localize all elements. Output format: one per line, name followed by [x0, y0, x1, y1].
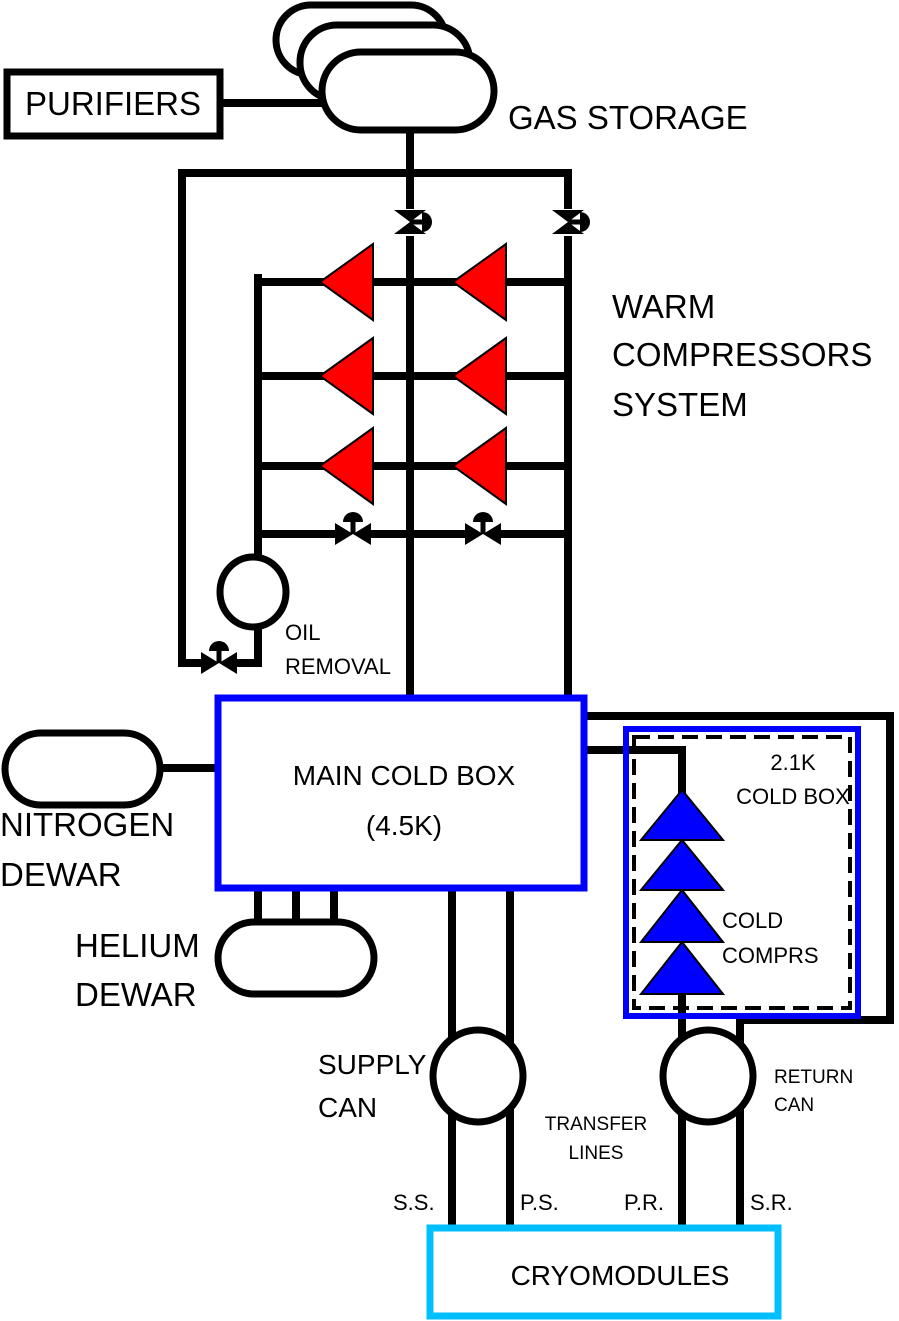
warm-compressors-label-1: WARM	[612, 288, 715, 325]
cryomodules-label: CRYOMODULES	[511, 1260, 730, 1291]
purifiers-label: PURIFIERS	[25, 85, 201, 122]
nitrogen-dewar-vessel	[1, 729, 164, 809]
triangle-up-icon	[638, 788, 726, 841]
oil-removal-label-1: OIL	[285, 620, 320, 645]
valve-icon	[394, 210, 432, 234]
warm-compressors-label-2: COMPRESSORS	[612, 336, 872, 373]
oil-removal-vessel	[216, 553, 290, 631]
oil-removal-label-2: REMOVAL	[285, 654, 391, 679]
triangle-left-icon	[451, 426, 507, 506]
warm-compressors-label-3: SYSTEM	[612, 386, 748, 423]
triangle-up-icon	[638, 838, 726, 891]
valve-icon	[552, 210, 590, 234]
triangle-left-icon	[451, 336, 507, 416]
cryomodules: CRYOMODULES	[426, 1224, 782, 1320]
triangle-left-icon	[318, 426, 374, 506]
main-cold-box-label-1: MAIN COLD BOX	[293, 760, 516, 791]
cold-compressors-label-2: COMPRS	[722, 943, 819, 968]
return-can	[659, 1026, 757, 1126]
helium-dewar-label-1: HELIUM	[75, 927, 200, 964]
helium-dewar-label-2: DEWAR	[75, 976, 197, 1013]
warm-compressors	[318, 242, 507, 506]
supply-can-label-2: CAN	[318, 1092, 377, 1123]
piping	[156, 99, 894, 1232]
valve-icon	[465, 512, 501, 545]
ps-label: P.S.	[520, 1190, 559, 1215]
cold-box-21k: 2.1K COLD BOX COLD COMPRS	[623, 726, 861, 1019]
supply-can	[429, 1026, 527, 1126]
nitrogen-dewar-label-1: NITROGEN	[0, 806, 174, 843]
cold-compressors	[638, 788, 726, 995]
cold-box-21k-label-1: 2.1K	[770, 750, 816, 775]
triangle-up-icon	[638, 940, 726, 995]
triangle-left-icon	[318, 242, 374, 322]
valve-icon	[335, 512, 371, 545]
gas-storage: GAS STORAGE	[272, 1, 748, 136]
purifiers: PURIFIERS	[3, 68, 224, 140]
helium-dewar-vessel	[214, 918, 378, 998]
supply-can-label-1: SUPPLY	[318, 1049, 427, 1080]
return-can-label-1: RETURN	[774, 1067, 853, 1088]
pr-label: P.R.	[624, 1190, 664, 1215]
gas-storage-label: GAS STORAGE	[508, 99, 748, 136]
ss-label: S.S.	[393, 1190, 435, 1215]
gas-storage-vessel-front	[318, 48, 498, 134]
cold-compressors-label-1: COLD	[722, 908, 783, 933]
transfer-lines-label-1: TRANSFER	[545, 1114, 647, 1135]
valve-icon	[201, 641, 237, 674]
nitrogen-dewar-label-2: DEWAR	[0, 856, 122, 893]
main-cold-box-label-2: (4.5K)	[366, 810, 442, 841]
cold-box-21k-label-2: COLD BOX	[736, 784, 850, 809]
main-cold-box: MAIN COLD BOX (4.5K)	[214, 694, 588, 892]
triangle-left-icon	[451, 242, 507, 322]
sr-label: S.R.	[750, 1190, 793, 1215]
return-can-label-2: CAN	[774, 1095, 814, 1116]
triangle-left-icon	[318, 336, 374, 416]
triangle-up-icon	[638, 888, 726, 943]
transfer-lines-label-2: LINES	[569, 1143, 624, 1164]
